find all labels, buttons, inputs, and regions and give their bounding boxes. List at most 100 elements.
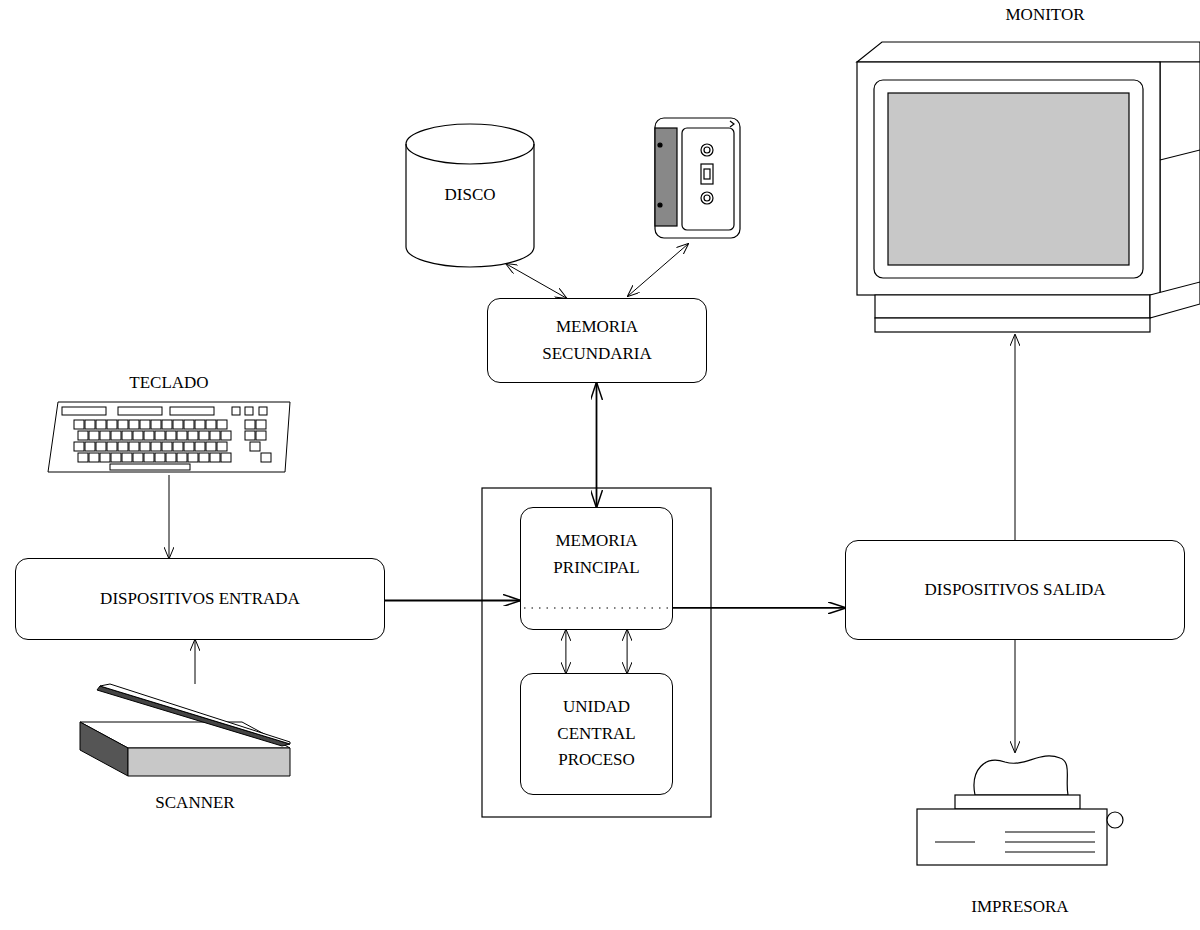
key-outline xyxy=(118,420,128,429)
flow-arrow xyxy=(596,383,598,507)
box-label: MEMORIA SECUNDARIA xyxy=(527,314,667,367)
key-outline xyxy=(173,442,183,451)
key-outline xyxy=(256,431,266,440)
key-outline xyxy=(210,431,220,440)
key-outline xyxy=(122,453,132,462)
key-outline xyxy=(170,407,214,415)
illustration-stroke xyxy=(730,121,734,127)
process-box: DISPOSITIVOS ENTRADA xyxy=(15,558,385,640)
process-box: UNIDAD CENTRAL PROCESO xyxy=(520,673,673,795)
cylinder-rim xyxy=(406,144,534,164)
key-outline xyxy=(111,453,121,462)
flow-arrow xyxy=(673,607,845,609)
flow-arrow xyxy=(385,600,520,602)
scanner-icon xyxy=(80,684,290,776)
illustration-stroke xyxy=(704,169,710,179)
key-outline xyxy=(151,420,161,429)
key-outline xyxy=(206,420,216,429)
key-outline xyxy=(199,431,209,440)
disk-cylinder: DISCO xyxy=(405,124,535,267)
key-outline xyxy=(195,420,205,429)
key-outline xyxy=(100,453,110,462)
key-outline xyxy=(122,431,132,440)
keyboard-keys xyxy=(62,407,271,470)
box-label: DISCO xyxy=(444,182,495,208)
illustration-stroke xyxy=(935,841,975,842)
illustration-stroke xyxy=(1107,812,1123,828)
key-outline xyxy=(85,420,95,429)
key-outline xyxy=(217,442,227,451)
key-outline xyxy=(232,407,240,415)
key-outline xyxy=(96,420,106,429)
key-outline xyxy=(118,442,128,451)
illustration-stroke xyxy=(874,80,1143,278)
illustration-stroke xyxy=(701,144,713,156)
key-outline xyxy=(144,453,154,462)
key-outline xyxy=(140,442,150,451)
key-outline xyxy=(162,420,172,429)
flow-arrow xyxy=(1015,335,1016,540)
key-outline xyxy=(173,420,183,429)
illustration-stroke xyxy=(682,128,734,230)
illustration-stroke xyxy=(655,118,740,238)
key-outline xyxy=(188,431,198,440)
key-outline xyxy=(245,431,255,440)
process-box: MEMORIA SECUNDARIA xyxy=(487,298,707,383)
key-outline xyxy=(151,442,161,451)
illustration-stroke xyxy=(100,684,290,744)
key-outline xyxy=(155,453,165,462)
device-label: MONITOR xyxy=(1005,2,1084,28)
keyboard-icon xyxy=(48,402,290,472)
device-icon: IMPRESORA xyxy=(917,752,1123,920)
flow-arrow xyxy=(627,630,628,673)
key-outline xyxy=(184,442,194,451)
device-label: IMPRESORA xyxy=(971,894,1068,920)
key-outline xyxy=(110,464,190,470)
process-box: DISPOSITIVOS SALIDA xyxy=(845,540,1185,640)
device-icon: SCANNER xyxy=(80,684,310,816)
illustration-stroke xyxy=(1160,62,1200,295)
illustration-stroke xyxy=(658,203,662,207)
cassette-icon xyxy=(655,118,740,238)
illustration-stroke xyxy=(48,402,290,472)
key-outline xyxy=(221,453,231,462)
key-outline xyxy=(166,453,176,462)
key-outline xyxy=(184,420,194,429)
box-label: MEMORIA PRINCIPAL xyxy=(537,528,657,581)
device-icon: TECLADO xyxy=(48,370,290,475)
box-label: DISPOSITIVOS ENTRADA xyxy=(100,586,300,612)
key-outline xyxy=(195,442,205,451)
key-outline xyxy=(166,431,176,440)
illustration-stroke xyxy=(701,192,713,204)
printer-icon xyxy=(917,756,1123,865)
illustration-stroke xyxy=(80,722,128,776)
illustration-stroke xyxy=(704,147,710,153)
key-outline xyxy=(111,431,121,440)
key-outline xyxy=(89,431,99,440)
key-outline xyxy=(133,453,143,462)
device-icon: MONITOR xyxy=(900,2,1190,335)
illustration-stroke xyxy=(857,42,1200,62)
illustration-stroke xyxy=(1150,282,1200,318)
illustration-stroke xyxy=(1005,841,1095,842)
box-label: DISPOSITIVOS SALIDA xyxy=(925,577,1106,603)
illustration-stroke xyxy=(974,756,1068,795)
flow-arrow xyxy=(565,630,566,673)
flow-arrow xyxy=(506,264,566,298)
key-outline xyxy=(177,453,187,462)
illustration-stroke xyxy=(97,686,290,746)
key-outline xyxy=(85,442,95,451)
key-outline xyxy=(250,442,260,451)
illustration-stroke xyxy=(857,62,1160,295)
illustration-stroke xyxy=(888,93,1129,265)
key-outline xyxy=(210,453,220,462)
key-outline xyxy=(118,407,162,415)
illustration-stroke xyxy=(1160,150,1200,160)
cassette-link xyxy=(628,244,688,296)
key-outline xyxy=(155,431,165,440)
key-outline xyxy=(206,442,216,451)
flow-arrow xyxy=(169,475,170,558)
key-outline xyxy=(100,431,110,440)
key-outline xyxy=(62,407,106,415)
